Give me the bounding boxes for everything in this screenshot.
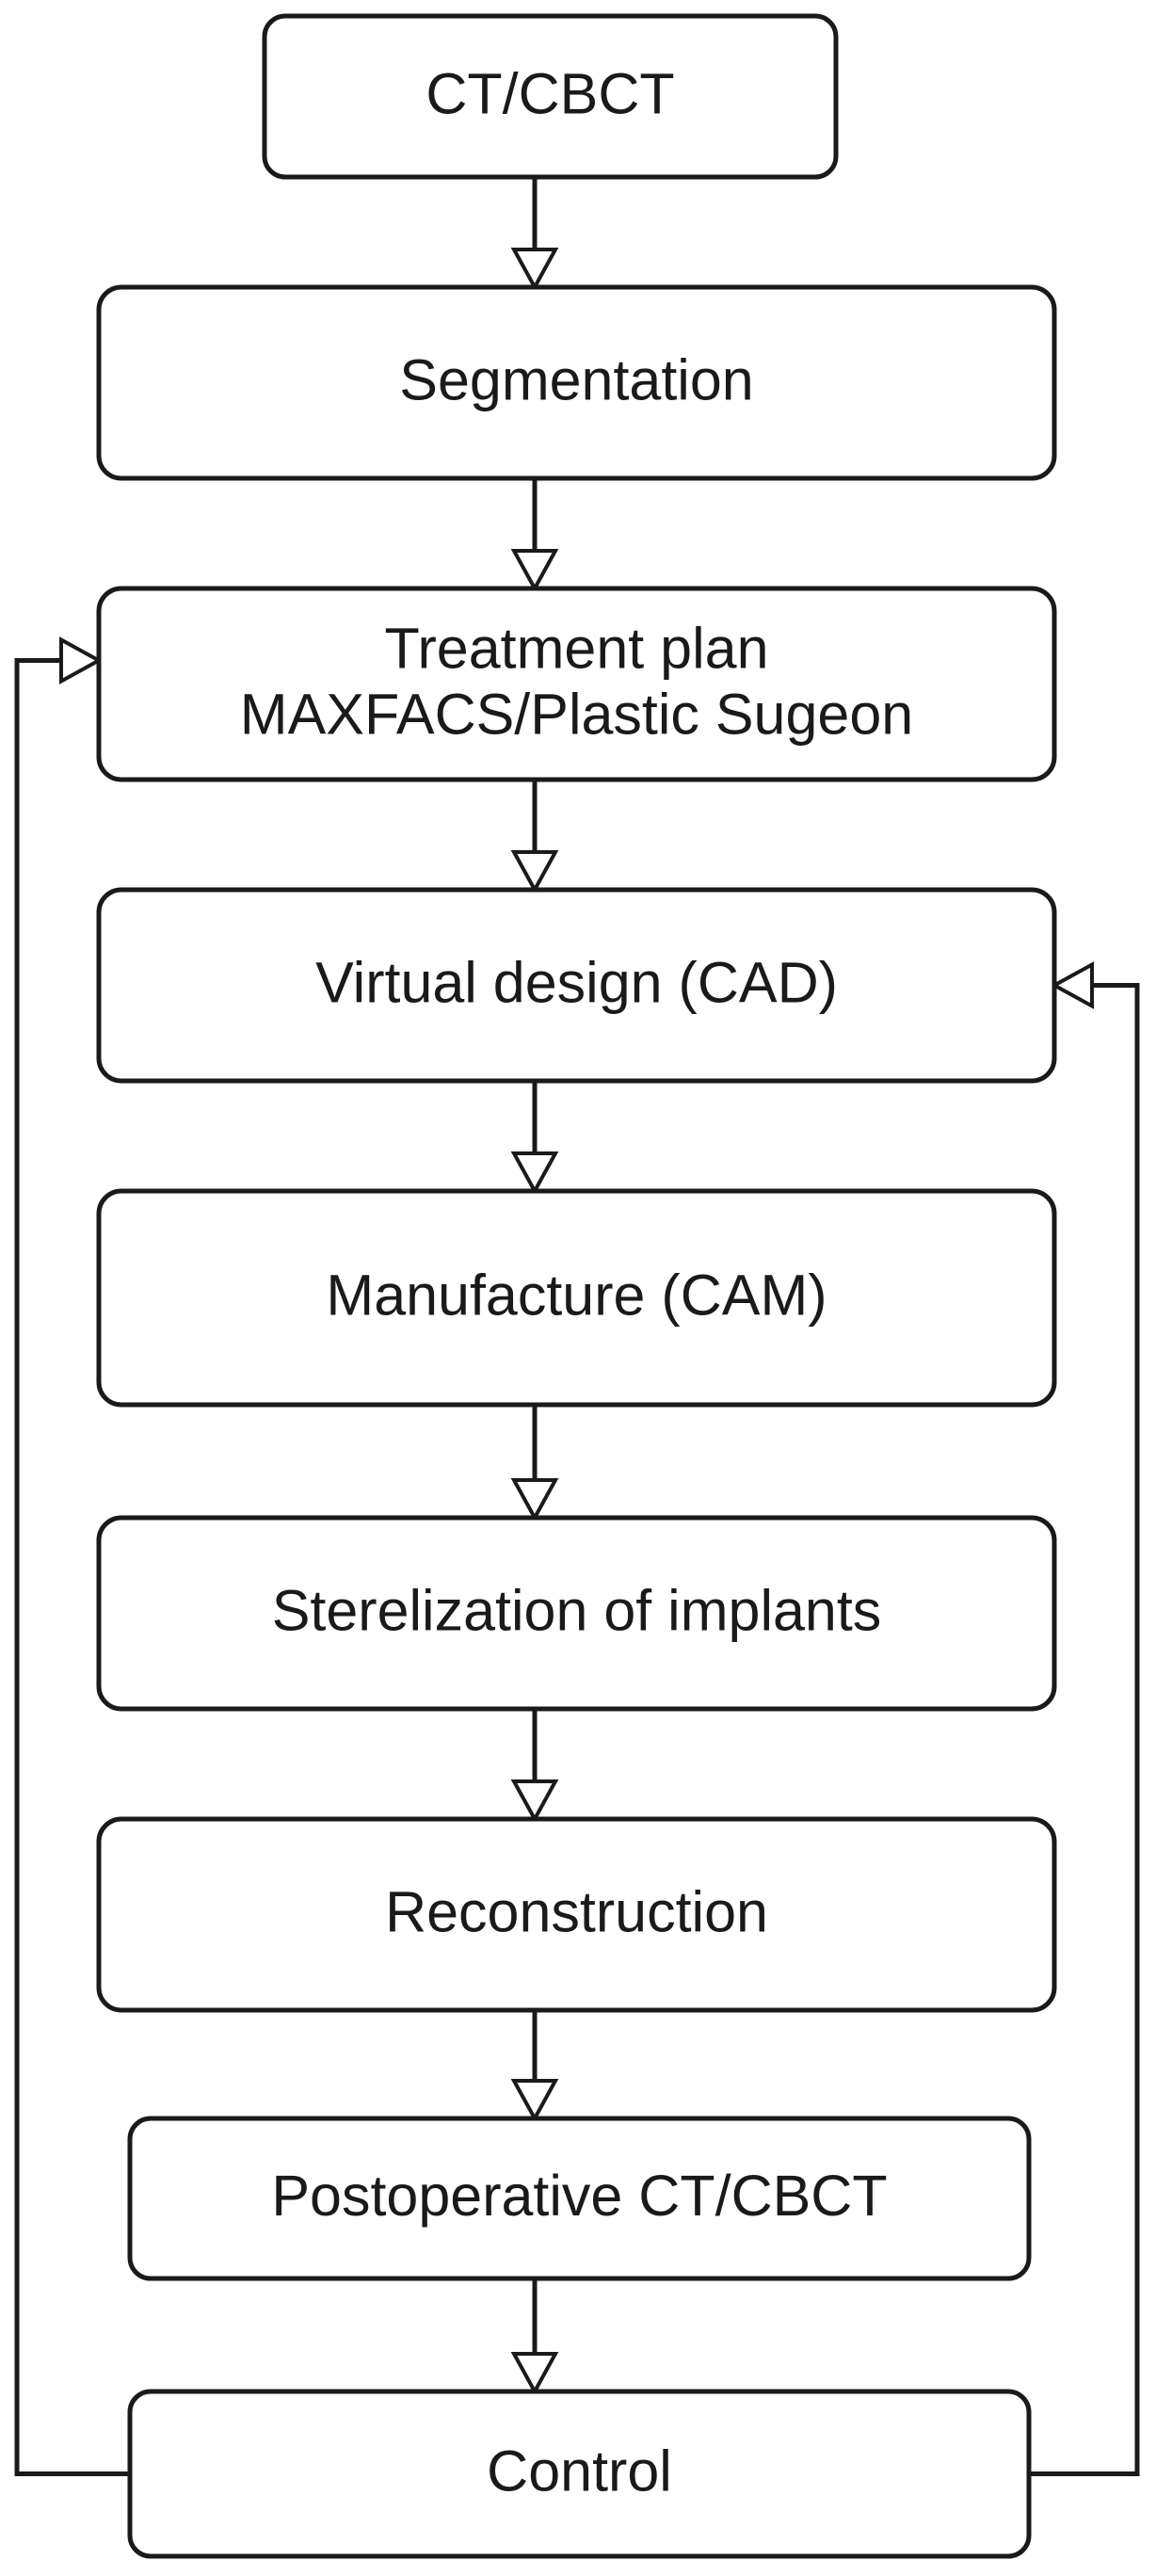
arrowhead-right-icon <box>59 636 104 684</box>
node-label: Segmentation <box>399 348 753 412</box>
node-label: Manufacture (CAM) <box>326 1264 827 1328</box>
node-manufacture: Manufacture (CAM) <box>96 1188 1057 1408</box>
node-label: Postoperative CT/CBCT <box>271 2164 887 2228</box>
node-sterelization: Sterelization of implants <box>96 1515 1057 1712</box>
node-virtual-design: Virtual design (CAD) <box>96 887 1057 1084</box>
node-segmentation: Segmentation <box>96 284 1057 481</box>
node-ct-cbct: CT/CBCT <box>262 13 839 180</box>
node-box <box>262 13 839 180</box>
node-postoperative-ct: Postoperative CT/CBCT <box>127 2116 1032 2281</box>
edge-virtual-design-to-manufacture <box>510 1081 559 1196</box>
node-control: Control <box>127 2389 1032 2559</box>
edge-segmentation-to-treatment-plan <box>510 478 559 593</box>
node-label: Virtual design (CAD) <box>315 951 838 1015</box>
node-box <box>96 1188 1057 1408</box>
node-box <box>127 2116 1032 2281</box>
arrowhead-down-icon <box>510 1151 559 1196</box>
arrowhead-down-icon <box>510 850 559 894</box>
node-box <box>96 1515 1057 1712</box>
edge-manufacture-to-sterelization <box>510 1405 559 1522</box>
node-box <box>96 1816 1057 2013</box>
edge-sterelization-to-reconstruction <box>510 1709 559 1824</box>
node-label: Control <box>487 2439 672 2504</box>
edge-ct-cbct-to-segmentation <box>510 177 559 292</box>
feedback-line-left <box>14 658 130 2476</box>
edge-postoperative-ct-to-control <box>510 2278 559 2396</box>
arrowhead-left-icon <box>1050 961 1094 1009</box>
feedback-line-right <box>1029 983 1140 2476</box>
arrowhead-down-icon <box>510 248 559 292</box>
arrowhead-down-icon <box>510 1779 559 1824</box>
arrowhead-down-icon <box>510 2352 559 2396</box>
node-label: Treatment plan <box>385 617 769 681</box>
edge-control-to-treatment-plan <box>14 636 130 2476</box>
edge-reconstruction-to-postoperative-ct <box>510 2010 559 2123</box>
arrowhead-down-icon <box>510 1478 559 1522</box>
node-box <box>96 887 1057 1084</box>
node-label: Sterelization of implants <box>272 1579 882 1643</box>
arrowhead-down-icon <box>510 2079 559 2123</box>
node-label: Reconstruction <box>385 1880 768 1944</box>
arrowhead-down-icon <box>510 549 559 593</box>
edge-treatment-plan-to-virtual-design <box>510 780 559 894</box>
edge-control-to-virtual-design <box>1029 961 1140 2476</box>
node-box <box>96 284 1057 481</box>
node-reconstruction: Reconstruction <box>96 1816 1057 2013</box>
node-label: MAXFACS/Plastic Sugeon <box>240 683 913 747</box>
node-box <box>96 586 1057 782</box>
node-label: CT/CBCT <box>425 62 674 126</box>
node-box <box>127 2389 1032 2559</box>
